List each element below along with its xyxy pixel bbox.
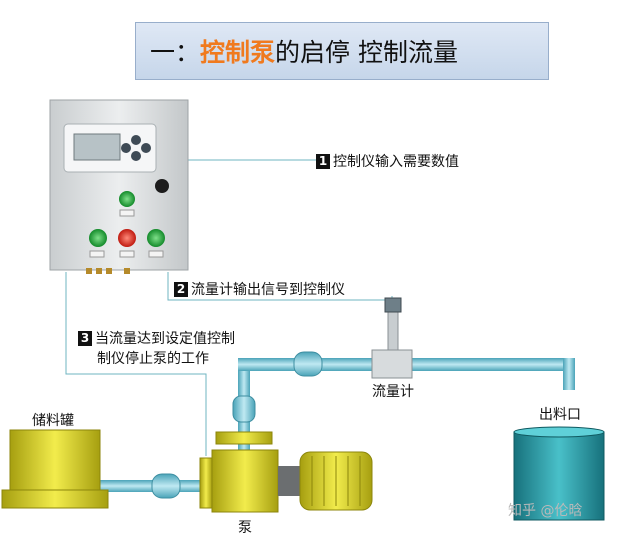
watermark: 知乎 @伦晗 [508, 503, 583, 519]
green-indicator-light [119, 191, 135, 207]
pipe-coupling [232, 395, 256, 423]
outlet-container [513, 426, 605, 521]
flowmeter-label: 流量计 [372, 384, 414, 400]
storage-tank [1, 429, 109, 509]
annotation-3-line-2: 制仪停止泵的工作 [97, 351, 209, 367]
control-cabinet [49, 99, 189, 274]
outlet-label: 出料口 [539, 407, 581, 423]
title-prefix: 一： [150, 38, 201, 67]
selector-knob [155, 179, 169, 193]
start-button [89, 229, 107, 247]
tank-label: 储料罐 [32, 413, 74, 429]
pipe-coupling [293, 351, 323, 377]
run-button [147, 229, 165, 247]
pump-label: 泵 [238, 520, 252, 536]
title-banner: 一：控制泵的启停 控制流量 [135, 22, 549, 80]
lcd-display [73, 133, 121, 161]
title-suffix: 的启停 控制流量 [275, 38, 458, 67]
pump [199, 431, 373, 513]
pipe-coupling [151, 473, 181, 499]
title-highlight: 控制泵 [200, 38, 276, 67]
stop-button [118, 229, 136, 247]
flowmeter [371, 297, 413, 379]
